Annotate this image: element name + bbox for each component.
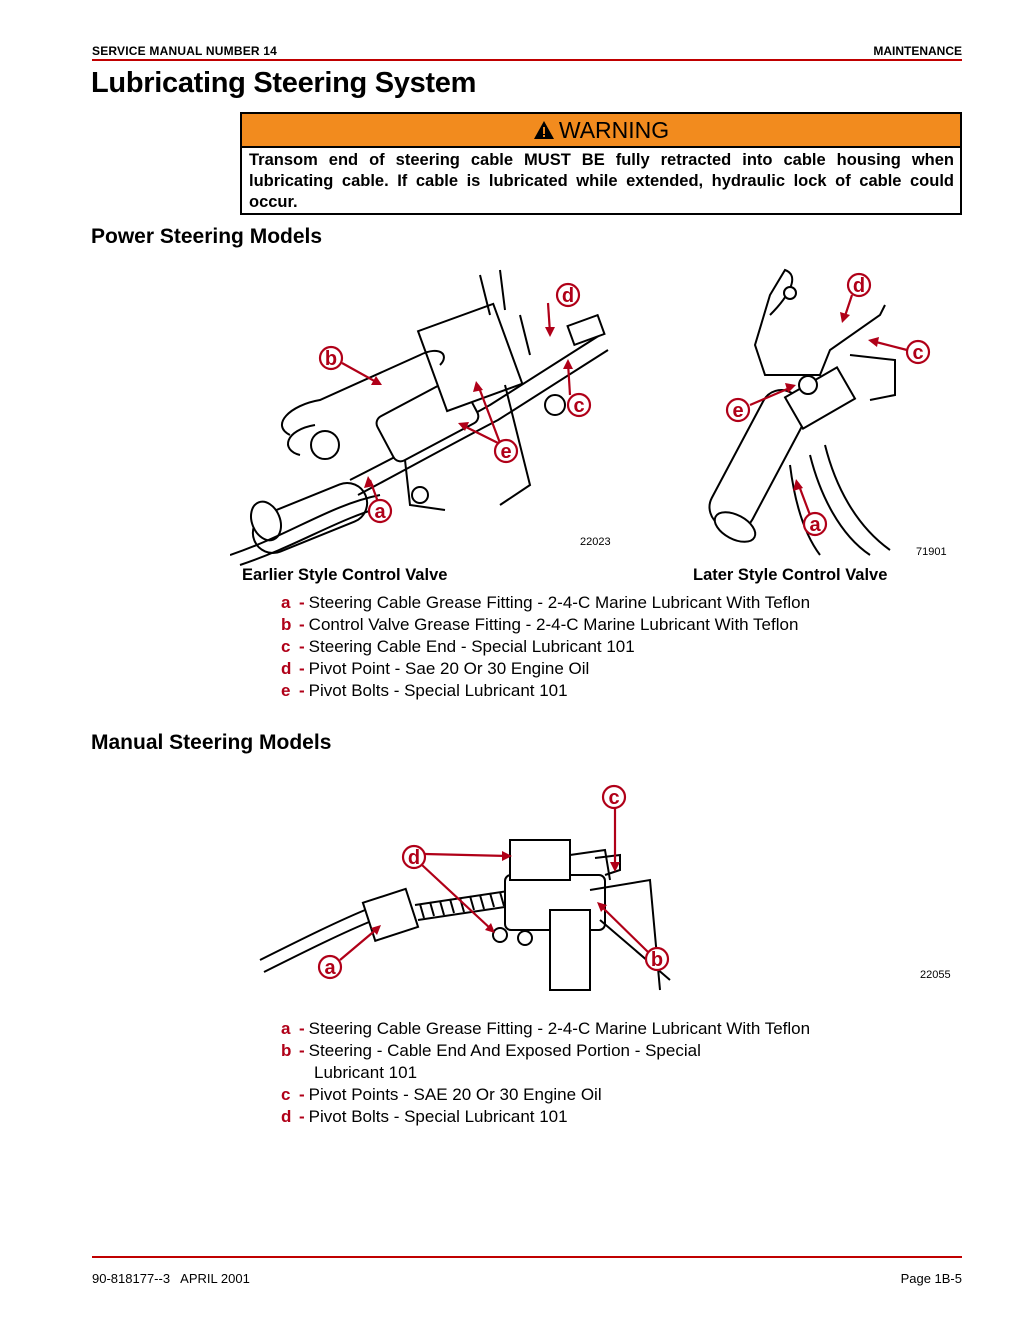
callout-e-left: e [500, 441, 511, 463]
legend-item: a-Steering Cable Grease Fitting - 2-4-C … [281, 1019, 811, 1038]
power-steering-illustration: d b c e a 22023 d [230, 268, 947, 566]
callout-d-left: d [562, 285, 574, 307]
manual-callout-a: a [324, 957, 336, 979]
manual-steering-illustration: c d a b 22055 [259, 784, 951, 991]
warning-header: WARNING [242, 114, 960, 148]
page-number: Page 1B-5 [900, 1271, 962, 1286]
manual-steering-heading: Manual Steering Models [91, 731, 332, 754]
manual-steering-legend: a-Steering Cable Grease Fitting - 2-4-C … [281, 1018, 810, 1128]
earlier-style-caption: Earlier Style Control Valve [242, 566, 448, 584]
manual-callout-d: d [408, 847, 420, 869]
legend-item: e-Pivot Bolts - Special Lubricant 101 [281, 681, 568, 700]
legend-item: a-Steering Cable Grease Fitting - 2-4-C … [281, 593, 811, 612]
figure-number-22055: 22055 [920, 969, 951, 981]
manual-number: SERVICE MANUAL NUMBER 14 [92, 44, 278, 58]
legend-item-continuation: Lubricant 101 [314, 1063, 418, 1082]
callout-b-left: b [325, 348, 337, 370]
figure-number-22023: 22023 [580, 536, 611, 548]
manual-callout-c: c [608, 787, 619, 809]
section-name: MAINTENANCE [873, 44, 962, 58]
callout-c-right: c [912, 342, 923, 364]
callout-a-left: a [374, 501, 386, 523]
legend-item: d-Pivot Point - Sae 20 Or 30 Engine Oil [281, 659, 590, 678]
manual-callout-b: b [651, 949, 663, 971]
power-steering-legend: a-Steering Cable Grease Fitting - 2-4-C … [281, 592, 810, 702]
callout-d-right: d [853, 275, 865, 297]
warning-text: Transom end of steering cable MUST BE fu… [249, 151, 954, 211]
later-style-caption: Later Style Control Valve [693, 566, 888, 584]
power-steering-heading: Power Steering Models [91, 225, 323, 248]
footer-rule [92, 1256, 962, 1258]
legend-item: c-Pivot Points - SAE 20 Or 30 Engine Oil [281, 1085, 602, 1104]
callout-a-right: a [809, 514, 821, 536]
warning-triangle-icon [533, 121, 554, 139]
page-title: Lubricating Steering System [91, 67, 477, 99]
legend-item: d-Pivot Bolts - Special Lubricant 101 [281, 1107, 568, 1126]
warning-box: WARNING Transom end of steering cable MU… [240, 112, 962, 215]
earlier-control-valve-drawing: d b c e a 22023 [230, 269, 611, 566]
document-number: 90-818177--3 APRIL 2001 [92, 1271, 250, 1286]
figure-number-71901: 71901 [916, 546, 947, 558]
callout-c-left: c [573, 395, 584, 417]
later-control-valve-drawing: d c e a 71901 [708, 268, 947, 558]
legend-item: b-Steering - Cable End And Exposed Porti… [281, 1041, 701, 1060]
legend-item: c-Steering Cable End - Special Lubricant… [281, 637, 635, 656]
legend-item: b-Control Valve Grease Fitting - 2-4-C M… [281, 615, 799, 634]
warning-label: WARNING [558, 116, 670, 143]
header-rule [92, 59, 962, 61]
callout-e-right: e [732, 400, 743, 422]
